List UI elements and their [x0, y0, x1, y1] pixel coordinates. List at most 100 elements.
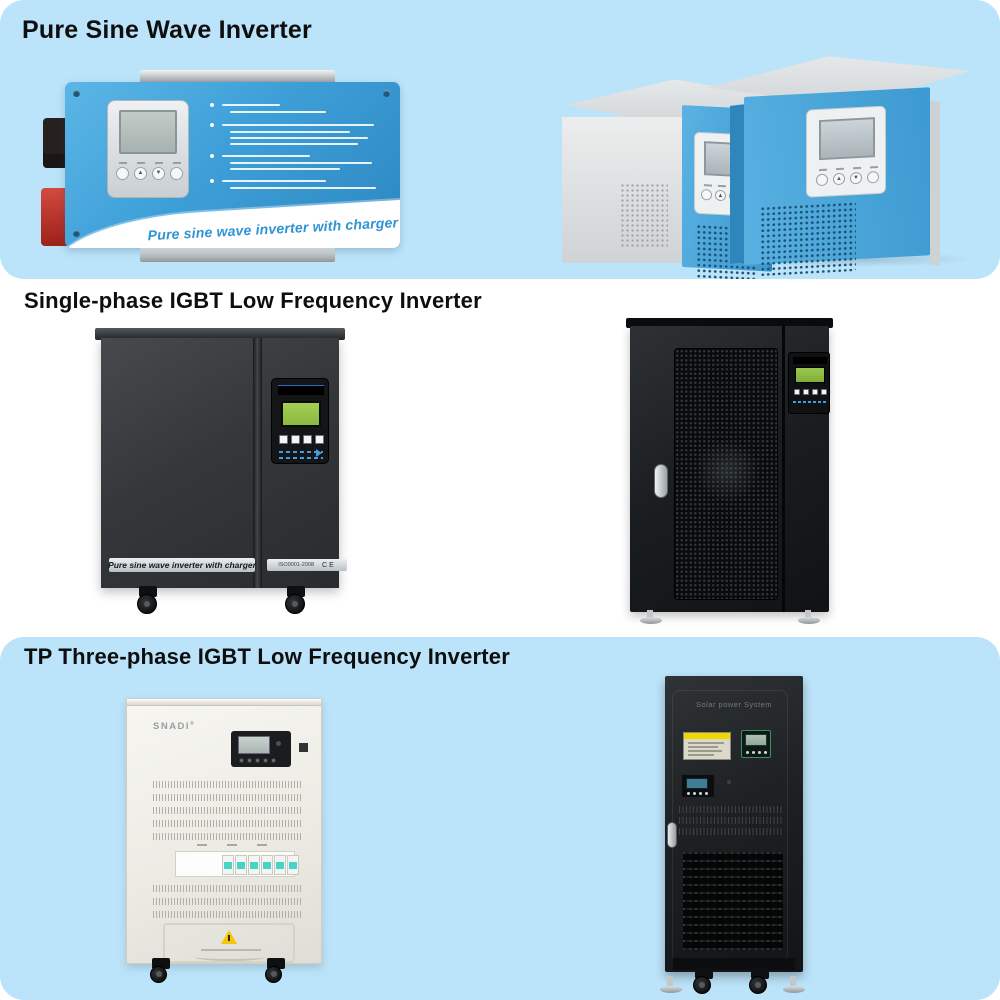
ce-mark: CE [322, 561, 336, 569]
panel-slot [793, 357, 827, 364]
panel-button [812, 389, 818, 395]
swoosh-band: Pure sine wave inverter with charger [65, 198, 400, 248]
warning-triangle-icon [221, 930, 237, 944]
down-button: ▼ [850, 171, 862, 185]
section-pure-sine-band: Pure Sine Wave Inverter ▲ ▼ [0, 0, 1000, 287]
lcd-display [238, 736, 270, 754]
instruction-text-block [210, 102, 392, 192]
product-tower-inverter-pair: ▲ ▼ ▲ ▼ [550, 45, 980, 287]
brand-logo: SNADI® [153, 721, 196, 733]
wiring-diagram [279, 457, 323, 459]
panel-button [867, 170, 879, 184]
front-vent-grille [760, 201, 856, 277]
panel-button [239, 758, 244, 763]
control-panel [271, 378, 329, 464]
lcd-display [819, 117, 875, 161]
wiring-diagram [279, 451, 323, 453]
cabinet-body: Pure sine wave inverter with charger ISO… [101, 338, 347, 588]
vent-row [679, 806, 783, 813]
vent-row [153, 898, 301, 905]
cabinet-top [95, 328, 345, 340]
vent-row [153, 794, 301, 801]
panel-button [752, 751, 755, 754]
panel-curve [195, 953, 265, 961]
circuit-breaker [261, 855, 273, 875]
door-divider [253, 338, 262, 588]
panel-button [303, 435, 312, 444]
screw-icon [73, 90, 80, 97]
warning-text-line [201, 949, 261, 951]
control-panel: ▲ ▼ [107, 100, 189, 198]
vent-row [679, 817, 783, 824]
down-button: ▼ [152, 162, 165, 180]
panel-button [247, 758, 252, 763]
access-panel [163, 923, 295, 963]
circuit-breaker [222, 855, 234, 875]
door-handle [654, 464, 668, 498]
monitor-panel [741, 730, 771, 758]
section-heading-three-phase: TP Three-phase IGBT Low Frequency Invert… [24, 644, 510, 669]
cabinet-body: Solar power System [665, 676, 803, 972]
lcd-display [281, 401, 321, 427]
control-panel [231, 731, 291, 767]
panel-button [758, 751, 761, 754]
section-heading-pure-sine: Pure Sine Wave Inverter [22, 16, 312, 44]
tower-right-edge [930, 100, 940, 266]
panel-button [821, 389, 827, 395]
vent-row [153, 820, 301, 827]
perforated-door [674, 348, 778, 600]
control-panel: ▲ ▼ [806, 105, 886, 198]
certification-strip: ISO9001-2008 CE [267, 559, 347, 571]
panel-button [170, 162, 183, 180]
inverter-body: ▲ ▼ Pure sin [65, 82, 400, 248]
panel-button [699, 792, 702, 795]
fan-shadow [695, 439, 759, 503]
panel-button [279, 435, 288, 444]
panel-button [291, 435, 300, 444]
section-heading-single-phase: Single-phase IGBT Low Frequency Inverter [24, 288, 482, 313]
breaker-labels [197, 844, 277, 846]
indicator-led [727, 780, 731, 784]
power-switch [299, 743, 308, 752]
section-three-phase-band: TP Three-phase IGBT Low Frequency Invert… [0, 637, 1000, 1000]
panel-button [693, 792, 696, 795]
cabinet-top-label: Solar power System [695, 700, 773, 709]
vent-row [153, 807, 301, 814]
tower-side-panel [562, 117, 682, 263]
circuit-breaker [287, 855, 299, 875]
indicator-led [276, 741, 281, 746]
swoosh-label: Pure sine wave inverter with charger [147, 214, 399, 244]
panel-button [271, 758, 276, 763]
vent-row [153, 833, 301, 840]
section-single-phase: Single-phase IGBT Low Frequency Inverter… [0, 279, 1000, 637]
arrow-icon [316, 449, 322, 457]
panel-button [255, 758, 260, 763]
panel-button [803, 389, 809, 395]
panel-button [687, 792, 690, 795]
lower-vent-grille [683, 852, 783, 950]
controller-display [681, 774, 715, 798]
panel-button [794, 389, 800, 395]
wiring-diagram [793, 401, 827, 403]
panel-button [764, 751, 767, 754]
product-mesh-door-cabinet [622, 318, 837, 630]
cabinet-top [626, 318, 833, 328]
up-button: ▲ [134, 162, 147, 180]
panel-button [705, 792, 708, 795]
panel-button [315, 435, 324, 444]
lcd-display [686, 778, 708, 789]
vent-row [679, 828, 783, 835]
panel-button [116, 162, 129, 180]
product-name-strip: Pure sine wave inverter with charger [108, 558, 256, 572]
door-handle [667, 822, 677, 848]
product-single-phase-cabinet: Pure sine wave inverter with charger ISO… [85, 328, 355, 623]
cabinet-body [630, 326, 830, 612]
side-vent-grille [620, 183, 668, 249]
panel-button [816, 173, 828, 187]
vent-row [153, 781, 301, 788]
mounting-bracket-bottom [140, 248, 335, 262]
iso-label: ISO9001-2008 [278, 562, 315, 568]
control-panel [788, 352, 830, 414]
door-divider [782, 326, 785, 612]
